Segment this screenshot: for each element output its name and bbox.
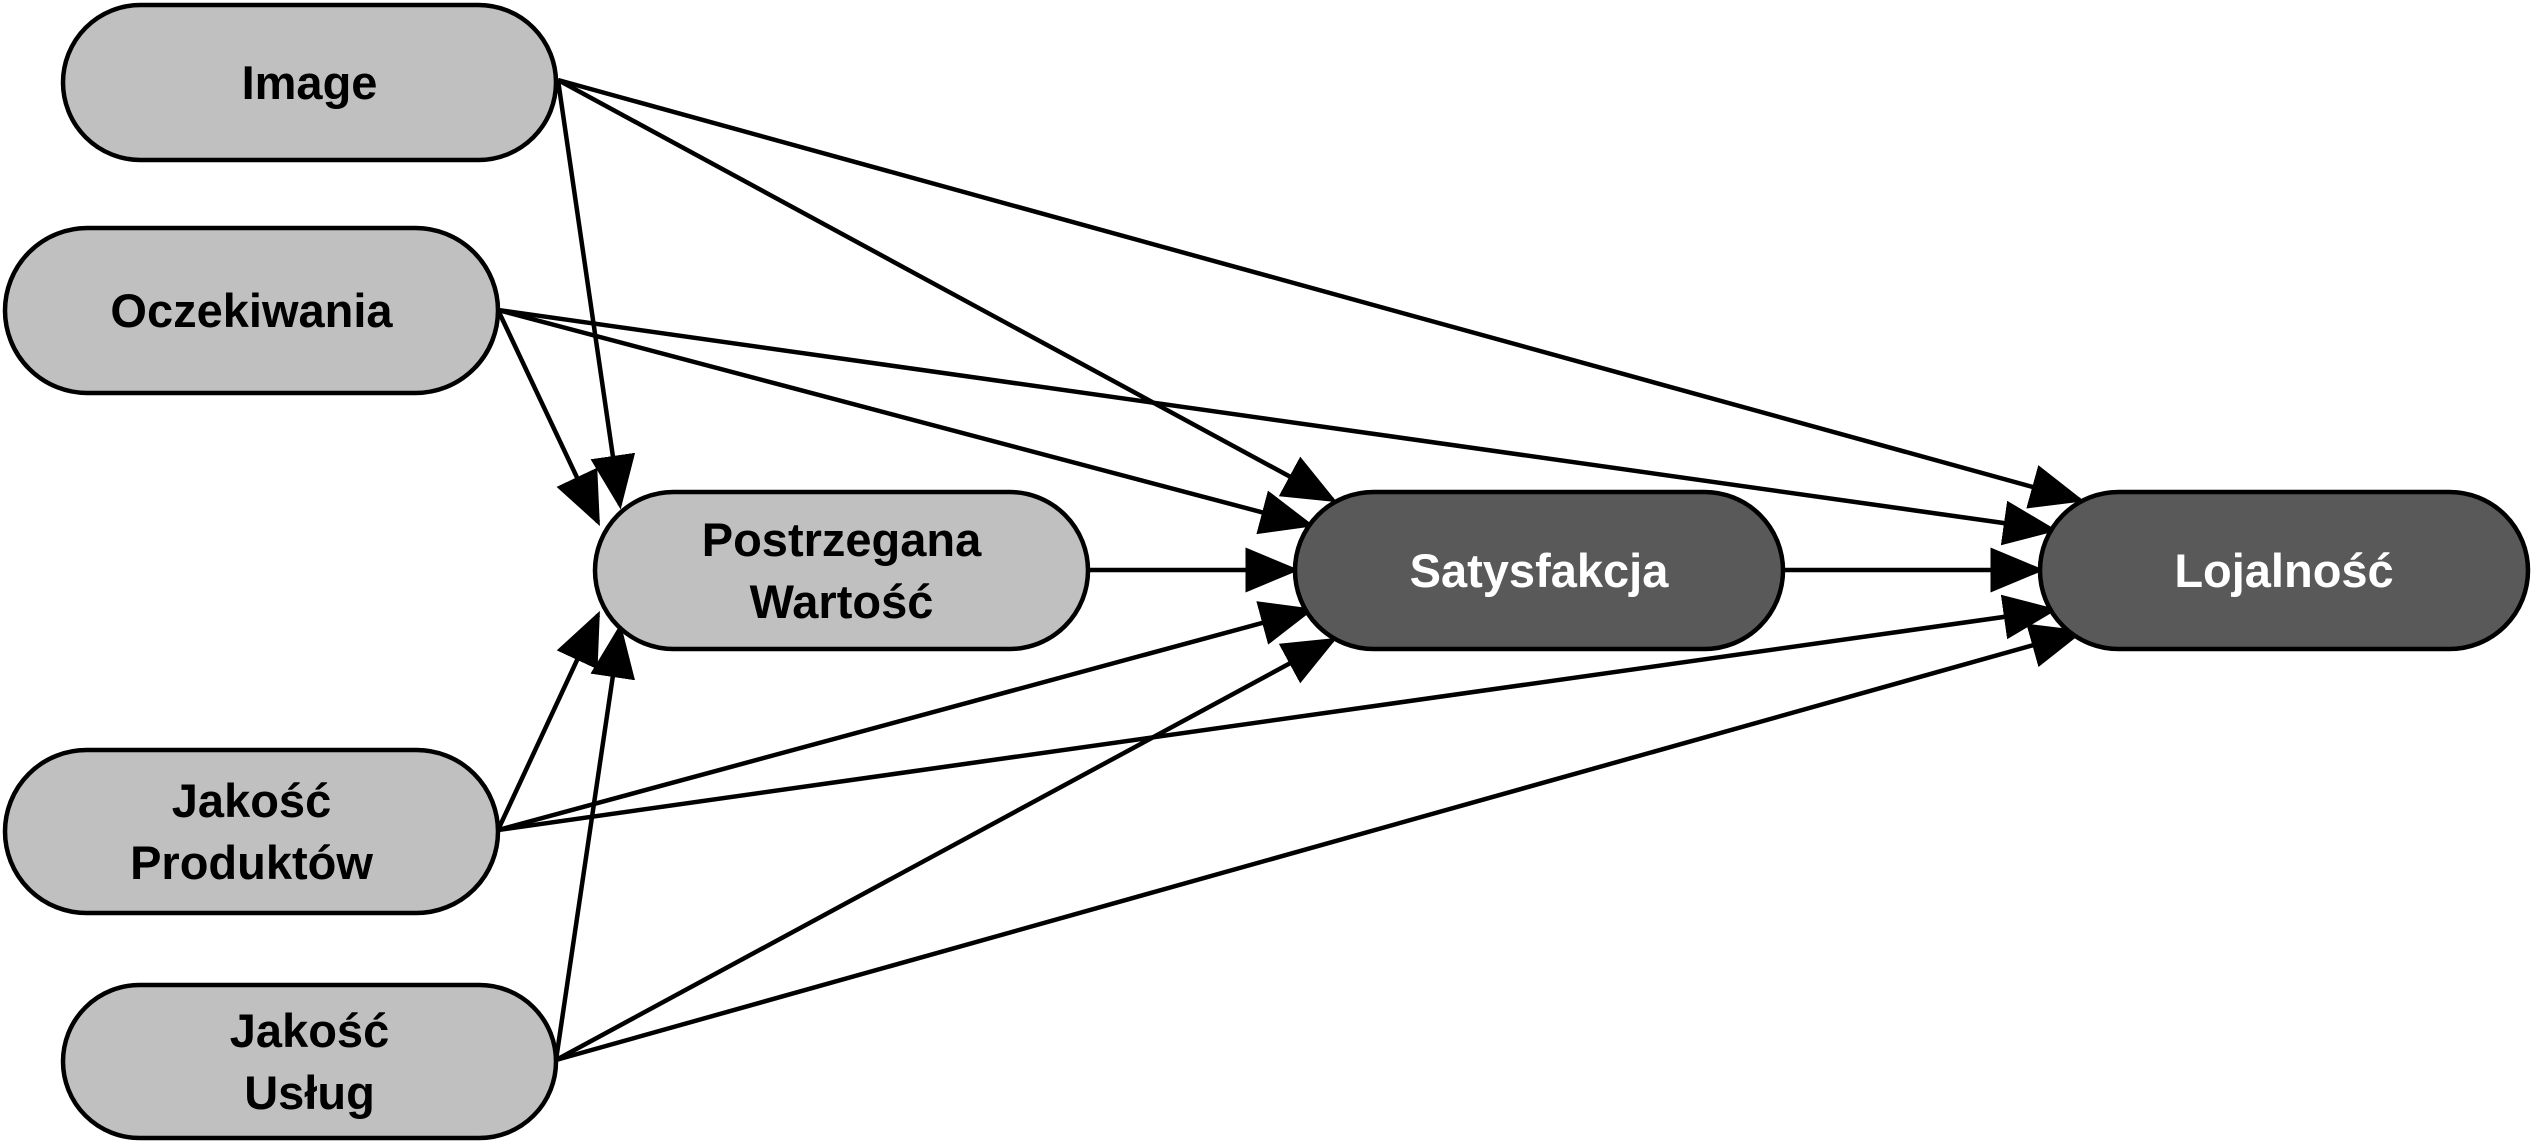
edge-jakosc-uslug-to-satysfakcja	[554, 637, 1337, 1062]
edge-image-to-postrzegana-wartosc	[555, 79, 636, 510]
edge-jakosc-produktow-to-satysfakcja	[497, 601, 1315, 833]
node-lojalnosc-shape	[2037, 489, 2531, 652]
node-satysfakcja: Satysfakcja	[1292, 489, 1786, 652]
node-postrzegana-wartosc-label-line-2: Wartość	[750, 575, 934, 628]
node-lojalnosc-label-line-1: Lojalność	[2174, 544, 2393, 597]
node-jakosc-uslug-label-line-2: Usług	[244, 1066, 375, 1119]
edges-layer	[495, 77, 2085, 1063]
node-oczekiwania: Oczekiwania	[2, 225, 501, 396]
node-jakosc-produktow-label-line-2: Produktów	[130, 836, 373, 889]
node-jakosc-produktow-shape	[2, 747, 501, 916]
edge-jakosc-uslug-to-lojalnosc	[555, 623, 2085, 1063]
edge-oczekiwania-to-postrzegana-wartosc	[495, 309, 601, 527]
node-jakosc-uslug-label-line-1: Jakość	[230, 1004, 389, 1057]
node-oczekiwania-shape	[2, 225, 501, 396]
node-satysfakcja-shape	[1292, 489, 1786, 652]
node-image-label-line-1: Image	[242, 56, 378, 109]
node-postrzegana-wartosc-label-line-1: Postrzegana	[702, 513, 982, 566]
edge-jakosc-uslug-to-postrzegana-wartosc	[553, 623, 636, 1061]
node-jakosc-produktow-label-line-1: Jakość	[172, 774, 331, 827]
node-oczekiwania-label-line-1: Oczekiwania	[110, 284, 393, 337]
node-lojalnosc: Lojalność	[2037, 489, 2531, 652]
node-satysfakcja-label-line-1: Satysfakcja	[1410, 544, 1670, 597]
node-image-shape	[60, 2, 559, 163]
edge-oczekiwania-to-satysfakcja	[497, 307, 1315, 535]
edge-jakosc-produktow-to-postrzegana-wartosc	[495, 610, 601, 831]
edge-oczekiwania-to-lojalnosc	[497, 307, 2058, 546]
edge-image-to-satysfakcja	[556, 78, 1337, 503]
node-jakosc-uslug-shape	[60, 982, 559, 1141]
edge-image-to-lojalnosc	[557, 77, 2085, 509]
edge-jakosc-produktow-to-lojalnosc	[497, 594, 2058, 833]
node-postrzegana-wartosc-shape	[592, 489, 1091, 652]
node-image: Image	[60, 2, 559, 163]
